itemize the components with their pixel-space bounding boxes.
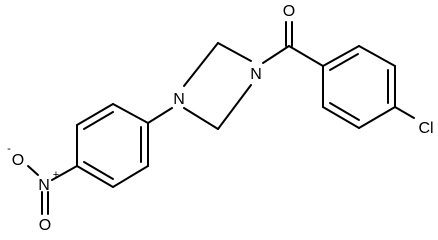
bond-np-inner-1: [83, 111, 114, 130]
atom-label-amide-nitrogen: N: [250, 66, 262, 83]
bond-n-o-top: [27, 165, 39, 176]
bond-n-ring: [147, 107, 173, 124]
piperazine-ring: [183, 42, 252, 130]
atom-label-aryl-nitrogen: N: [173, 91, 185, 108]
bond-np-5: [112, 165, 149, 188]
nitro-group: [27, 165, 78, 215]
bond-cp-5: [322, 106, 360, 129]
bond-cp-1: [322, 45, 360, 67]
bond-pip-4: [217, 84, 252, 130]
bond-cp-4: [358, 106, 396, 129]
bond-np-2: [76, 103, 114, 126]
bond-cp-inner-1: [329, 53, 359, 71]
bond-c-cl: [394, 106, 415, 119]
charge-nitro-oxygen-top: -: [7, 143, 11, 155]
bond-np-1: [112, 103, 149, 124]
atom-label-nitro-oxygen-top: O: [12, 152, 24, 169]
bond-np-inner-2: [83, 161, 114, 180]
nitrophenyl-ring: [76, 103, 173, 188]
bond-c-n: [262, 45, 290, 64]
atom-label-nitro-oxygen-bottom: O: [39, 217, 51, 234]
bond-pip-1: [217, 42, 252, 62]
bond-pip-3: [183, 107, 219, 130]
bond-cp-2: [358, 45, 396, 67]
atom-label-chlorine: Cl: [418, 120, 433, 137]
charge-nitro-nitrogen: +: [53, 169, 59, 181]
atom-label-nitro-nitrogen: N: [38, 177, 50, 194]
bond-c-ring: [288, 45, 324, 67]
chlorophenyl-ring: [322, 45, 415, 129]
bond-pip-2: [183, 42, 219, 87]
bond-cp-inner-3: [329, 102, 360, 121]
bond-c-nitro: [51, 165, 78, 181]
carbonyl-group: [262, 21, 324, 67]
atom-label-carbonyl-oxygen: O: [283, 3, 295, 20]
bond-np-4: [76, 165, 114, 188]
